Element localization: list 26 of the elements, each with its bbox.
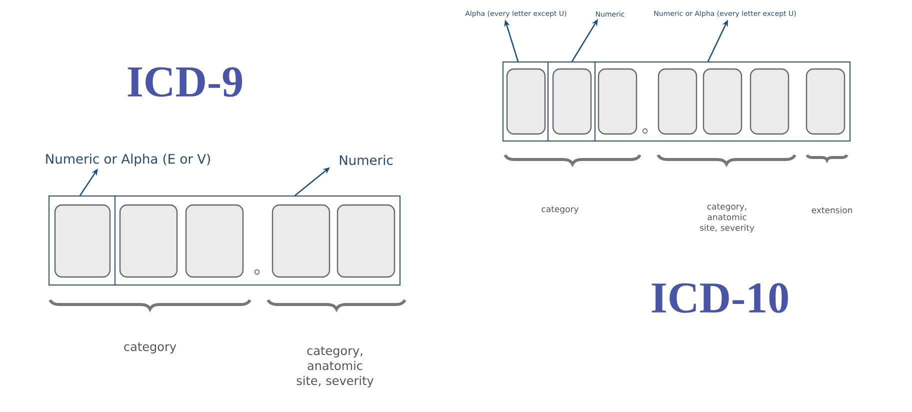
field-label: Numeric [340, 154, 393, 166]
brace-label: category [124, 342, 176, 354]
code-section-box [114, 196, 400, 286]
brace-label: extension [812, 206, 852, 214]
character-slot [54, 204, 111, 278]
code-section-box [48, 196, 116, 286]
character-slot [119, 204, 178, 278]
character-slot [750, 68, 790, 135]
code-section-box [594, 62, 851, 142]
character-slot [598, 68, 638, 135]
character-slot [272, 204, 330, 278]
brace-label: category [542, 206, 579, 214]
code-section-box [548, 62, 596, 142]
character-slot [552, 68, 592, 135]
character-slot [336, 204, 396, 278]
character-slot [658, 68, 698, 135]
title: ICD-9 [128, 67, 242, 97]
character-slot [702, 68, 742, 135]
brace-label: category, anatomic site, severity [700, 204, 754, 232]
character-slot [185, 204, 244, 278]
title: ICD-10 [652, 283, 788, 313]
code-section-box [502, 62, 548, 142]
field-label: Numeric or Alpha (E or V) [46, 154, 210, 166]
brace-label: category, anatomic site, severity [296, 346, 374, 388]
character-slot [806, 68, 846, 135]
character-slot [506, 68, 546, 135]
